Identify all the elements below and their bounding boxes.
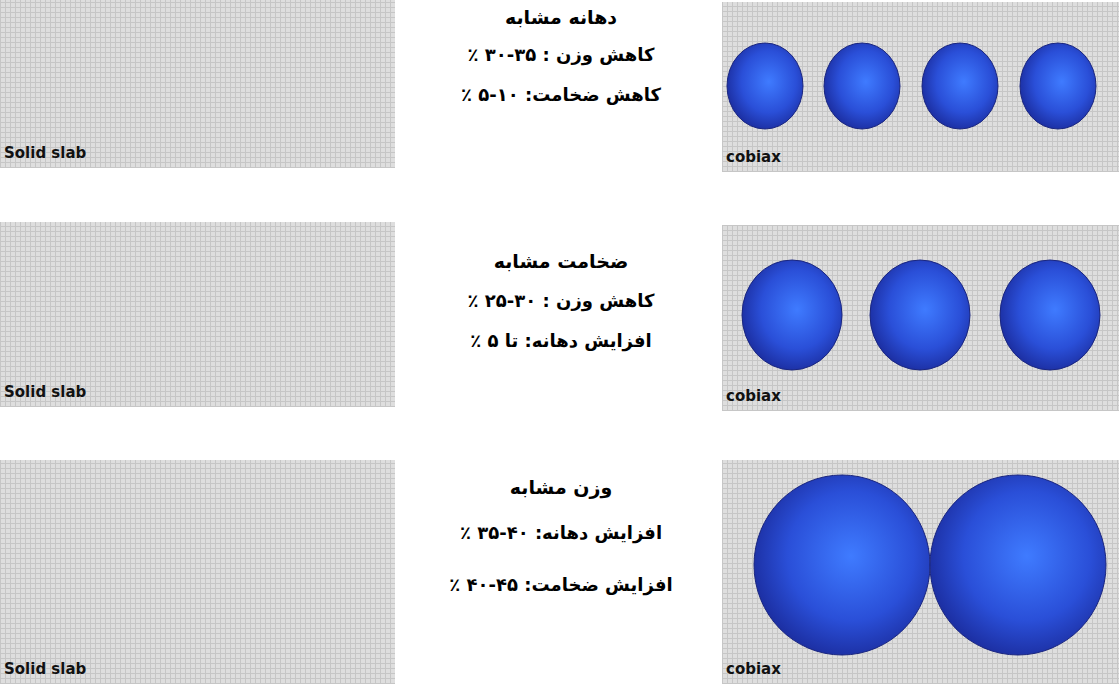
comparison-note: کاهش وزن : ۳۰-۲۵ ٪ — [401, 290, 721, 311]
void-spheres — [722, 2, 1119, 172]
slab-label: cobiax — [726, 660, 781, 678]
slab-label: cobiax — [726, 148, 781, 166]
cobiax-slab: cobiax — [722, 225, 1119, 411]
comparison-note: کاهش ضخامت: ۱۰-۵ ٪ — [401, 84, 721, 105]
solid-slab: Solid slab — [0, 460, 395, 684]
comparison-note: افزایش دهانه: ۴۰-۳۵ ٪ — [401, 522, 721, 543]
void-sphere — [754, 475, 930, 655]
void-sphere — [922, 43, 998, 129]
void-sphere — [742, 260, 842, 370]
row-heading: وزن مشابه — [401, 476, 721, 498]
comparison-note: کاهش وزن : ۳۵-۳۰ ٪ — [401, 44, 721, 65]
cobiax-slab: cobiax — [722, 460, 1119, 684]
void-sphere — [870, 260, 970, 370]
solid-slab: Solid slab — [0, 0, 395, 168]
solid-slab: Solid slab — [0, 222, 395, 407]
comparison-note: افزایش دهانه: تا ۵ ٪ — [401, 330, 721, 351]
slab-label: cobiax — [726, 387, 781, 405]
void-spheres — [722, 460, 1119, 684]
row-heading: دهانه مشابه — [401, 6, 721, 28]
void-sphere — [824, 43, 900, 129]
comparison-note: افزایش ضخامت: ۴۵-۴۰ ٪ — [401, 574, 721, 595]
cobiax-slab: cobiax — [722, 2, 1119, 172]
slab-label: Solid slab — [4, 144, 86, 162]
void-sphere — [727, 43, 803, 129]
void-sphere — [1020, 43, 1096, 129]
void-spheres — [722, 225, 1119, 411]
void-sphere — [1000, 260, 1100, 370]
slab-label: Solid slab — [4, 383, 86, 401]
row-heading: ضخامت مشابه — [401, 250, 721, 272]
slab-label: Solid slab — [4, 660, 86, 678]
void-sphere — [930, 475, 1106, 655]
